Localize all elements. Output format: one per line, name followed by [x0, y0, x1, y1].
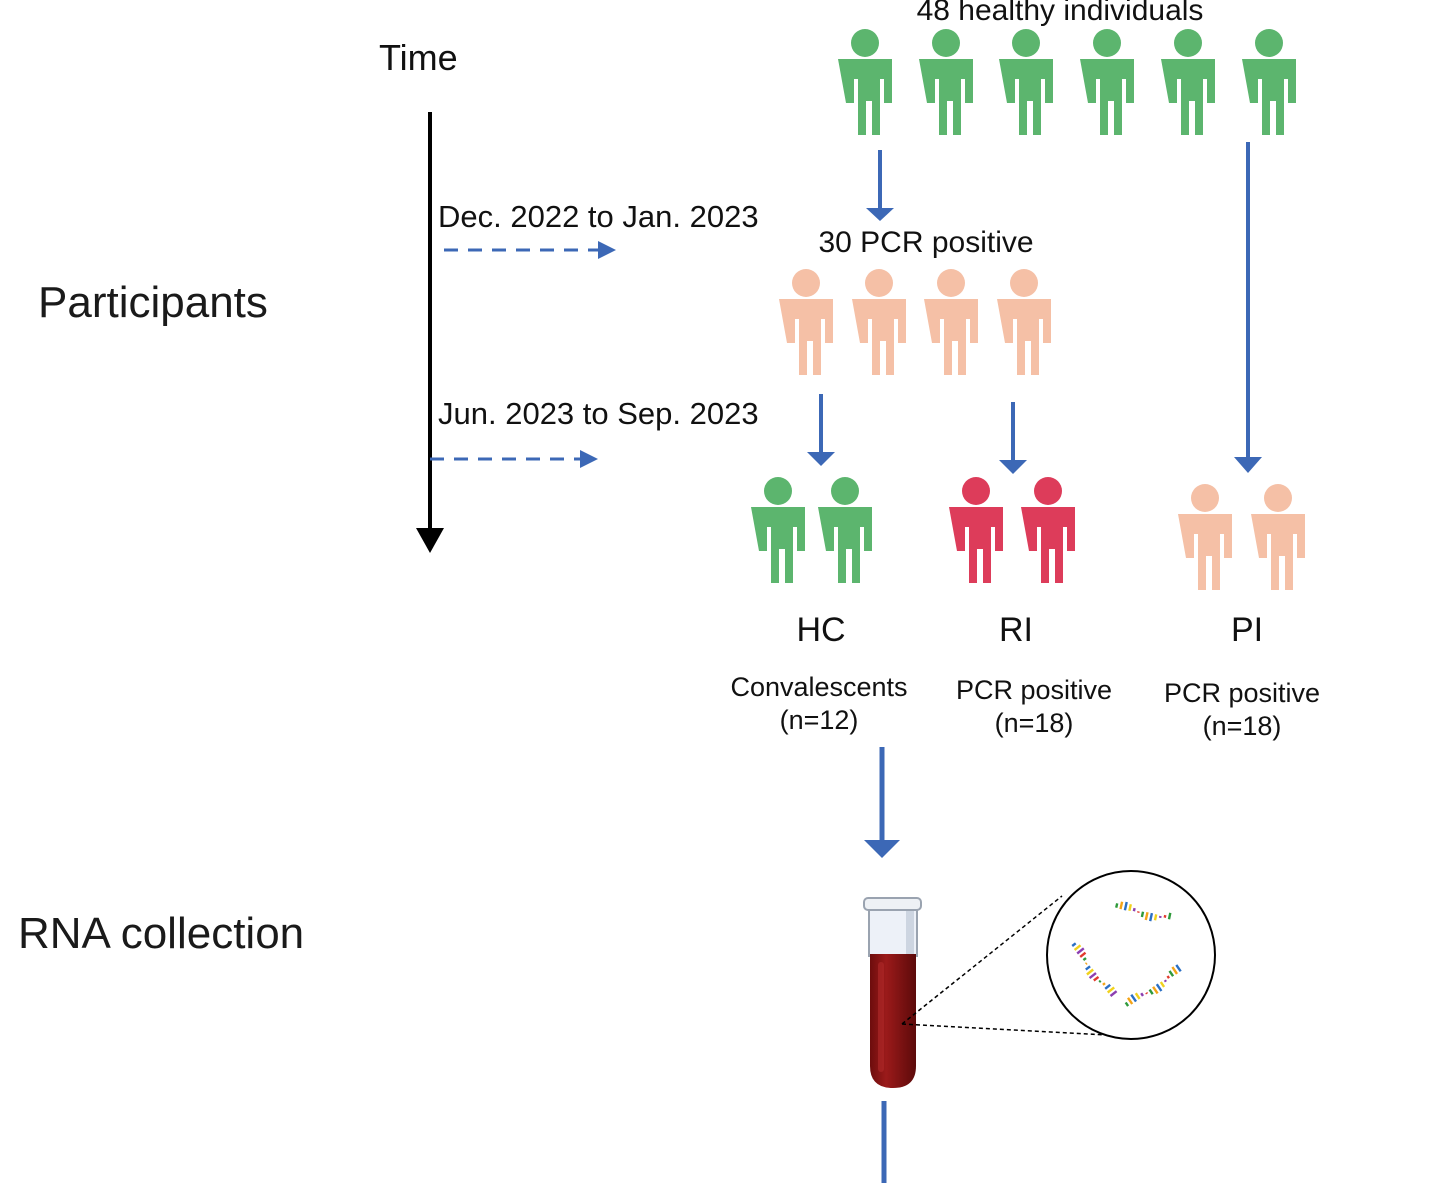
person-icon [949, 477, 1003, 583]
group-name-hc: HC [796, 611, 846, 649]
dna-segment [1159, 981, 1166, 988]
dna-segment [1148, 988, 1154, 995]
dna-segment [1073, 944, 1082, 951]
dna-segment [1127, 997, 1134, 1005]
period1-label: Dec. 2022 to Jan. 2023 [438, 199, 759, 234]
healthy-cohort-label: 48 healthy individuals [916, 0, 1204, 27]
dna-segment [1140, 911, 1145, 918]
group-count-ri: (n=18) [994, 708, 1074, 738]
timeline-label: Time [379, 37, 458, 78]
dna-segment [1071, 942, 1077, 947]
dna-segment [1152, 986, 1159, 995]
pi-group [1178, 484, 1305, 590]
zoom-callout [901, 870, 1216, 1040]
arrow-to-pi [1234, 142, 1262, 473]
dna-segment [1166, 975, 1170, 979]
group-name-ri: RI [999, 611, 1033, 649]
dna-segment [1175, 964, 1182, 972]
healthy-individuals-group [838, 29, 1296, 135]
dna-segment [1102, 982, 1106, 986]
dna-segment [1106, 986, 1115, 994]
blood-tube-icon [863, 897, 922, 1088]
group-count-hc: (n=12) [779, 705, 859, 735]
dna-fragments-icon [1071, 901, 1182, 1007]
group-desc-ri: PCR positive [955, 675, 1113, 705]
person-icon [751, 477, 805, 583]
dna-segment [1086, 968, 1094, 976]
dna-segment [1079, 951, 1087, 958]
dna-segment [1076, 947, 1085, 955]
arrow-to-rna-collection [864, 747, 900, 858]
dna-segment [1153, 914, 1158, 921]
ri-group [949, 477, 1075, 583]
person-icon [1021, 477, 1075, 583]
person-icon [779, 269, 833, 375]
person-icon [1242, 29, 1296, 135]
dna-segment [1123, 901, 1128, 911]
dna-segment [1167, 912, 1172, 920]
dna-segment [1155, 983, 1163, 992]
pcr-positive-group [779, 269, 1051, 375]
dna-segment [1145, 992, 1149, 995]
dna-segment [1124, 1001, 1130, 1007]
person-icon [1178, 484, 1232, 590]
group-desc-hc: Convalescents [730, 672, 908, 702]
dna-segment [1082, 957, 1087, 962]
group-name-pi: PI [1230, 611, 1264, 649]
person-icon [997, 269, 1051, 375]
dna-segment [1134, 992, 1141, 1000]
dna-segment [1163, 979, 1167, 983]
person-icon [924, 269, 978, 375]
pcr-positive-label: 30 PCR positive [818, 226, 1034, 259]
group-count-pi: (n=18) [1202, 711, 1282, 741]
person-icon [838, 29, 892, 135]
dna-segment [1084, 962, 1088, 965]
section-rna-collection: RNA collection [18, 909, 305, 958]
arrow-to-ri [999, 402, 1027, 474]
group-desc-pi: PCR positive [1163, 678, 1321, 708]
dna-segment [1119, 901, 1124, 910]
person-icon [1251, 484, 1305, 590]
dna-segment [1104, 983, 1111, 990]
dna-segment [1171, 966, 1178, 975]
timeline-arrow [416, 112, 444, 553]
person-icon [1080, 29, 1134, 135]
section-participants: Participants [38, 278, 268, 327]
dna-segment [1132, 907, 1136, 912]
period2-dashed-arrow [430, 450, 598, 468]
dna-segment [1085, 965, 1091, 971]
arrow-to-hc [807, 394, 835, 466]
person-icon [818, 477, 872, 583]
period1-dashed-arrow [444, 241, 616, 259]
person-icon [1161, 29, 1215, 135]
dna-segment [1130, 994, 1137, 1003]
arrow-to-pcr-positive [866, 150, 894, 221]
period2-label: Jun. 2023 to Sep. 2023 [438, 396, 759, 431]
dna-segment [1163, 914, 1167, 918]
dna-segment [1149, 912, 1154, 922]
dna-segment [1109, 990, 1118, 997]
dna-segment [1144, 911, 1149, 921]
dna-segment [1128, 903, 1132, 912]
dna-segment [1168, 970, 1175, 977]
dna-segment [1140, 992, 1144, 997]
dna-segment [1088, 972, 1097, 980]
person-icon [999, 29, 1053, 135]
person-icon [852, 269, 906, 375]
hc-group [751, 477, 872, 583]
dna-segment [1093, 975, 1100, 982]
dna-segment [1098, 979, 1102, 983]
dna-segment [1115, 903, 1119, 908]
person-icon [919, 29, 973, 135]
